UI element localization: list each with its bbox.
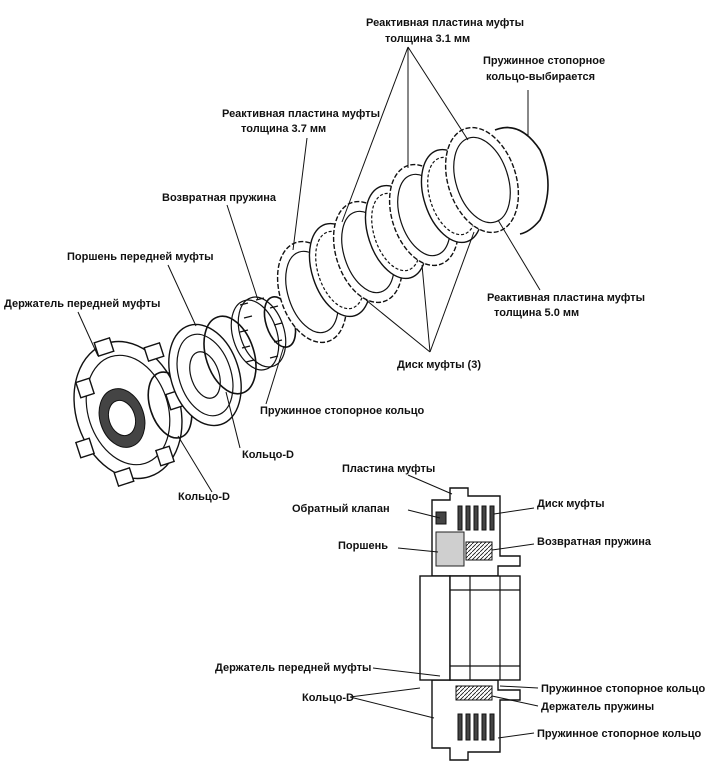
section-check-valve xyxy=(435,511,447,525)
d-ring-upper-part xyxy=(203,315,257,395)
label-section-snap-ring-1: Пружинное стопорное кольцо xyxy=(541,683,705,695)
section-clutch-pack-bottom xyxy=(457,713,495,741)
exploded-labels: Реактивная пластина муфты толщина 3.1 мм… xyxy=(4,17,645,503)
label-front-clutch-holder: Держатель передней муфты xyxy=(4,298,160,310)
label-piston: Поршень xyxy=(338,540,388,552)
label-reaction-plate-3-7-line2: толщина 3.7 мм xyxy=(241,123,326,135)
label-snap-ring-removed-line1: Пружинное стопорное xyxy=(483,55,605,67)
removed-snap-ring-part xyxy=(494,126,549,235)
section-bore xyxy=(449,575,521,681)
label-section-d-ring: Кольцо-D xyxy=(302,692,354,704)
clutch-pack-parts xyxy=(276,126,520,344)
section-spring-holder xyxy=(455,685,493,701)
section-piston xyxy=(435,531,465,567)
return-spring-part xyxy=(230,296,287,371)
label-check-valve: Обратный клапан xyxy=(292,503,390,515)
section-clutch-pack-top xyxy=(457,505,495,531)
section-view xyxy=(349,474,539,761)
label-section-front-clutch-holder: Держатель передней муфты xyxy=(215,662,371,674)
label-return-spring: Возвратная пружина xyxy=(162,192,277,204)
label-snap-ring: Пружинное стопорное кольцо xyxy=(260,405,424,417)
label-front-clutch-piston: Поршень передней муфты xyxy=(67,251,213,263)
label-section-return-spring: Возвратная пружина xyxy=(537,536,652,548)
label-snap-ring-removed-line2: кольцо-выбирается xyxy=(486,71,595,83)
label-spring-holder: Держатель пружины xyxy=(541,701,654,713)
exploded-leader-lines xyxy=(77,46,541,493)
label-reaction-plate-3-1-line2: толщина 3.1 мм xyxy=(385,33,470,45)
label-clutch-plate: Пластина муфты xyxy=(342,463,435,475)
section-leader-lines xyxy=(349,474,539,739)
label-reaction-plate-3-7-line1: Реактивная пластина муфты xyxy=(222,108,380,120)
label-d-ring-upper: Кольцо-D xyxy=(242,449,294,461)
label-reaction-plate-5-0-line1: Реактивная пластина муфты xyxy=(487,292,645,304)
label-d-ring-lower: Кольцо-D xyxy=(178,491,230,503)
label-reaction-plate-5-0-line2: толщина 5.0 мм xyxy=(494,307,579,319)
label-clutch-disc: Диск муфты xyxy=(537,498,605,510)
section-return-spring xyxy=(465,541,493,561)
front-clutch-piston-part xyxy=(168,323,242,427)
label-reaction-plate-3-1-line1: Реактивная пластина муфты xyxy=(366,17,524,29)
section-hub xyxy=(419,575,451,681)
label-clutch-disc-3: Диск муфты (3) xyxy=(397,359,481,371)
section-labels: Пластина муфты Обратный клапан Диск муфт… xyxy=(215,463,705,740)
exploded-view xyxy=(73,46,549,493)
label-section-snap-ring-2: Пружинное стопорное кольцо xyxy=(537,728,701,740)
